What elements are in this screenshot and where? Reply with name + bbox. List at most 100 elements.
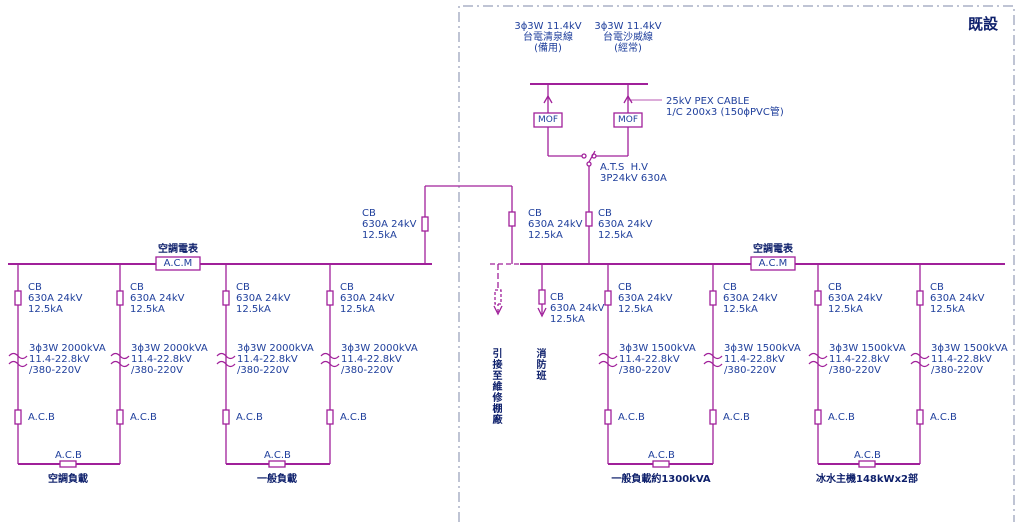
tie-acb-label-4: A.C.B	[854, 450, 881, 461]
cable-label: 25kV PEX CABLE 1/C 200x3 (150ϕPVC管)	[666, 96, 784, 118]
left-tie-cb	[421, 216, 429, 232]
fire-station-cb-label: CB 630A 24kV 12.5kA	[550, 292, 605, 325]
feeder-cb-2	[116, 290, 124, 306]
feeder2-label: 3ϕ3W 11.4kV 台電沙威線 (經常)	[594, 21, 662, 54]
feeder-cb-label-3: CB 630A 24kV 12.5kA	[236, 282, 291, 315]
transformer-primary-coil-8	[910, 352, 930, 360]
feeder-acb-label-5: A.C.B	[618, 412, 645, 423]
feeder-cb-4	[326, 290, 334, 306]
mof-box-2	[613, 112, 643, 128]
feeder-acb-label-7: A.C.B	[828, 412, 855, 423]
ats-contact-1	[581, 153, 587, 159]
repair-shop-cb	[494, 289, 502, 305]
load-label-aircon: 空調負載	[48, 474, 88, 485]
transformer-secondary-coil-3	[216, 360, 236, 368]
feeder-acb-label-6: A.C.B	[723, 412, 750, 423]
transformer-secondary-coil-8	[910, 360, 930, 368]
feeder-acb-8	[916, 409, 924, 425]
transformer-secondary-coil-5	[598, 360, 618, 368]
repair-shop-label: 引接至維修棚廠	[490, 348, 501, 425]
mof-label-2: MOF	[617, 115, 639, 125]
feeder-cb-8	[916, 290, 924, 306]
transformer-label-7: 3ϕ3W 1500kVA 11.4-22.8kV /380-220V	[829, 343, 906, 376]
mof-box-1	[533, 112, 563, 128]
left-tie-cb-label: CB 630A 24kV 12.5kA	[362, 208, 417, 241]
transformer-label-6: 3ϕ3W 1500kVA 11.4-22.8kV /380-220V	[724, 343, 801, 376]
load-label-general: 一般負載	[257, 474, 297, 485]
transformer-secondary-coil-4	[320, 360, 340, 368]
right-acm-box	[750, 256, 796, 271]
feeder-acb-label-3: A.C.B	[236, 412, 263, 423]
right-acm-title: 空調電表	[753, 244, 793, 255]
transformer-label-1: 3ϕ3W 2000kVA 11.4-22.8kV /380-220V	[29, 343, 106, 376]
ats-label: A.T.S H.V 3P24kV 630A	[600, 162, 667, 184]
load-label-general-1300: 一般負載約1300kVA	[611, 474, 711, 485]
feeder-acb-label-4: A.C.B	[340, 412, 367, 423]
transformer-secondary-coil-2	[110, 360, 130, 368]
ats-output-cb	[585, 211, 593, 227]
feeder-acb-2	[116, 409, 124, 425]
transformer-secondary-coil-7	[808, 360, 828, 368]
feeder-acb-1	[14, 409, 22, 425]
transformer-primary-coil-4	[320, 352, 340, 360]
transformer-primary-coil-1	[8, 352, 28, 360]
feeder-cb-label-6: CB 630A 24kV 12.5kA	[723, 282, 778, 315]
transformer-label-3: 3ϕ3W 2000kVA 11.4-22.8kV /380-220V	[237, 343, 314, 376]
feeder-cb-label-4: CB 630A 24kV 12.5kA	[340, 282, 395, 315]
left-acm-box-label: A.C.M	[163, 258, 193, 269]
feeder2-arrow	[623, 94, 633, 104]
fire-station-label: 消防班	[534, 348, 545, 381]
tie-acb-4	[858, 460, 876, 468]
left-acm-box	[155, 256, 201, 271]
transformer-primary-coil-7	[808, 352, 828, 360]
tie-acb-label-3: A.C.B	[648, 450, 675, 461]
transformer-primary-coil-5	[598, 352, 618, 360]
tie-acb-3	[652, 460, 670, 468]
fire-station-arrow	[537, 307, 547, 318]
transformer-secondary-coil-6	[703, 360, 723, 368]
feeder1-label: 3ϕ3W 11.4kV 台電清泉線 (備用)	[514, 21, 582, 54]
feeder-cb-label-5: CB 630A 24kV 12.5kA	[618, 282, 673, 315]
tie-acb-label-2: A.C.B	[264, 450, 291, 461]
mof-label-1: MOF	[537, 115, 559, 125]
fire-station-cb	[538, 289, 546, 305]
tie-acb-label-1: A.C.B	[55, 450, 82, 461]
feeder-cb-7	[814, 290, 822, 306]
transformer-label-2: 3ϕ3W 2000kVA 11.4-22.8kV /380-220V	[131, 343, 208, 376]
feeder-cb-label-1: CB 630A 24kV 12.5kA	[28, 282, 83, 315]
right-tie-cb	[508, 211, 516, 227]
feeder-acb-4	[326, 409, 334, 425]
existing-area-label: 既設	[968, 15, 999, 33]
tie-acb-2	[268, 460, 286, 468]
transformer-secondary-coil-1	[8, 360, 28, 368]
ats-blade	[588, 150, 596, 163]
feeder1-arrow	[543, 94, 553, 104]
feeder-cb-3	[222, 290, 230, 306]
transformer-primary-coil-2	[110, 352, 130, 360]
repair-shop-arrow	[493, 305, 503, 316]
feeder-acb-label-8: A.C.B	[930, 412, 957, 423]
feeder-acb-6	[709, 409, 717, 425]
feeder-cb-1	[14, 290, 22, 306]
feeder-acb-5	[604, 409, 612, 425]
feeder-cb-5	[604, 290, 612, 306]
feeder-cb-6	[709, 290, 717, 306]
left-acm-title: 空調電表	[158, 244, 198, 255]
transformer-label-4: 3ϕ3W 2000kVA 11.4-22.8kV /380-220V	[341, 343, 418, 376]
feeder-cb-label-8: CB 630A 24kV 12.5kA	[930, 282, 985, 315]
feeder-acb-label-1: A.C.B	[28, 412, 55, 423]
feeder-cb-label-7: CB 630A 24kV 12.5kA	[828, 282, 883, 315]
feeder-acb-7	[814, 409, 822, 425]
existing-area-boundary	[458, 5, 1015, 522]
feeder-acb-3	[222, 409, 230, 425]
right-acm-box-label: A.C.M	[758, 258, 788, 269]
feeder-cb-label-2: CB 630A 24kV 12.5kA	[130, 282, 185, 315]
transformer-label-8: 3ϕ3W 1500kVA 11.4-22.8kV /380-220V	[931, 343, 1008, 376]
transformer-primary-coil-3	[216, 352, 236, 360]
transformer-label-5: 3ϕ3W 1500kVA 11.4-22.8kV /380-220V	[619, 343, 696, 376]
transformer-primary-coil-6	[703, 352, 723, 360]
tie-acb-1	[59, 460, 77, 468]
right-tie-cb-label: CB 630A 24kV 12.5kA	[528, 208, 583, 241]
feeder-acb-label-2: A.C.B	[130, 412, 157, 423]
load-label-chiller: 冰水主機148kWx2部	[816, 474, 918, 485]
